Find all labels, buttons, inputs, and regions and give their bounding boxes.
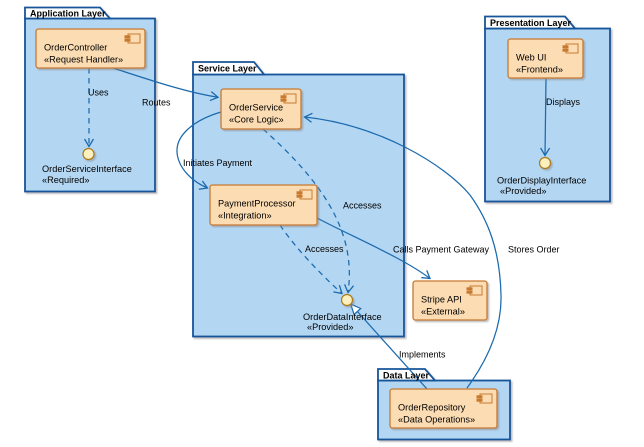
interface-circle-icon: [340, 293, 354, 307]
interface-order-display-interface: OrderDisplayInterface «Provided»: [497, 156, 586, 196]
interface-order-data-interface: OrderDataInterface «Provided»: [303, 293, 382, 332]
component-icon: [466, 285, 483, 296]
interface-stereotype: «Provided»: [500, 186, 546, 196]
interface-name: OrderDisplayInterface: [497, 176, 586, 186]
edge-label-initiates-payment: Initiates Payment: [183, 158, 253, 168]
edge-routes: [112, 67, 218, 97]
edge-label-uses: Uses: [88, 88, 109, 98]
component-name: Web UI: [516, 53, 546, 63]
edge-accesses-order-service: [262, 128, 349, 293]
edge-label-stores-order: Stores Order: [508, 245, 560, 255]
component-order-controller: OrderController «Request Handler»: [35, 28, 146, 69]
component-stereotype: «Request Handler»: [44, 55, 123, 65]
implements-triangle-icon: [349, 303, 362, 316]
interface-name: OrderServiceInterface: [42, 164, 132, 174]
interface-stereotype: «Required»: [42, 175, 90, 185]
component-stereotype: «Integration»: [218, 211, 272, 221]
component-icon: [280, 93, 297, 104]
edge-label-calls-payment-gateway: Calls Payment Gateway: [393, 245, 490, 255]
edge-label-displays: Displays: [546, 97, 581, 107]
component-icon: [562, 43, 579, 54]
interface-order-service-interface: OrderServiceInterface «Required»: [42, 147, 132, 185]
package-title-data-layer: Data Layer: [383, 371, 430, 381]
component-name: OrderService: [229, 103, 283, 113]
package-title-application-layer: Application Layer: [30, 9, 106, 19]
edge-calls-payment-gateway: [316, 217, 430, 279]
component-stereotype: «Frontend»: [516, 65, 563, 75]
component-order-service: OrderService «Core Logic»: [220, 88, 302, 130]
interface-circle-icon: [82, 147, 95, 161]
component-name: PaymentProcessor: [218, 199, 296, 209]
component-icon: [124, 33, 141, 44]
interface-circle-icon: [538, 156, 552, 170]
component-payment-processor: PaymentProcessor «Integration»: [209, 184, 318, 226]
edge-accesses-payment-processor: [279, 224, 342, 294]
edge-stores-order: [305, 117, 502, 389]
component-icon: [296, 189, 313, 200]
edge-displays: [545, 77, 546, 156]
component-name: Stripe API: [421, 295, 462, 305]
edge-label-implements: Implements: [399, 350, 446, 360]
component-stereotype: «Data Operations»: [398, 415, 475, 425]
edge-label-accesses-order-service: Accesses: [343, 201, 382, 211]
component-stereotype: «External»: [421, 307, 465, 317]
component-web-ui: Web UI «Frontend»: [507, 38, 584, 79]
edges: [89, 67, 546, 390]
component-name: OrderController: [44, 43, 107, 53]
component-name: OrderRepository: [398, 403, 466, 413]
component-stereotype: «Core Logic»: [229, 115, 284, 125]
edge-initiates-payment: [176, 111, 222, 188]
edge-implements-line: [356, 311, 428, 390]
component-order-repository: OrderRepository «Data Operations»: [389, 388, 498, 429]
package-title-presentation-layer: Presentation Layer: [490, 18, 572, 28]
interface-name: OrderDataInterface: [303, 312, 382, 322]
component-icon: [476, 393, 493, 404]
package-title-service-layer: Service Layer: [198, 64, 257, 74]
interface-stereotype: «Provided»: [307, 322, 353, 332]
component-stripe-api: Stripe API «External»: [412, 280, 488, 321]
edge-label-routes: Routes: [142, 98, 171, 108]
edge-label-accesses-payment-processor: Accesses: [305, 244, 344, 254]
